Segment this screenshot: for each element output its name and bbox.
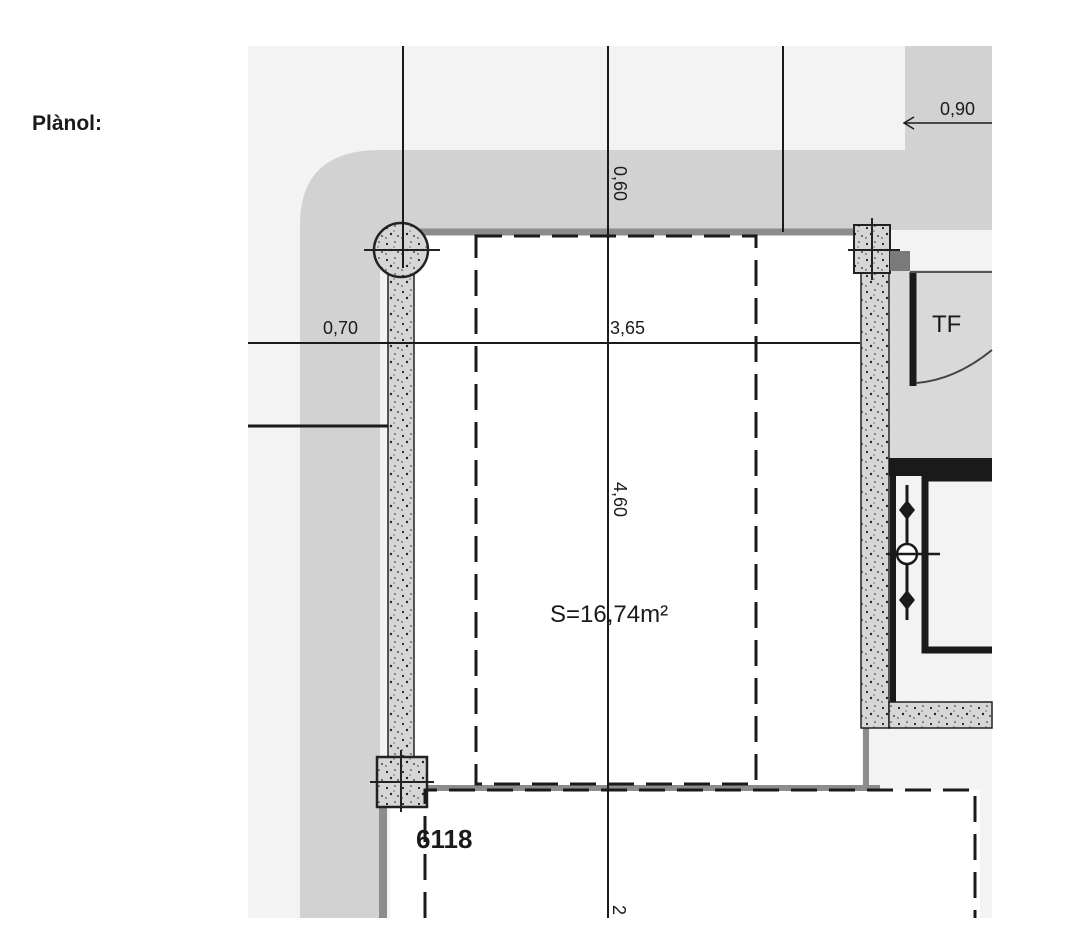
section-label: Plànol: — [32, 112, 103, 135]
corridor-area — [300, 46, 992, 918]
parking-space-outline — [474, 234, 758, 786]
dimension-left-clearance: 0,70 — [323, 318, 358, 338]
unit-number: 6118 — [416, 824, 472, 854]
top-right-dimension-arrow — [902, 116, 915, 130]
dimension-top-clearance: 0,60 — [610, 166, 630, 201]
right-lower-concrete-wall — [888, 701, 993, 729]
neighbour-space-outline — [423, 788, 977, 918]
parking-bay-floor — [412, 232, 862, 788]
dimension-cut-off: 2 — [609, 905, 629, 915]
shaft-frame-top — [889, 458, 992, 476]
neighbour-bay-floor — [390, 790, 980, 918]
tf-label: TF — [932, 311, 961, 338]
tf-door-swing — [915, 349, 993, 384]
dimension-width: 3,65 — [610, 318, 645, 338]
corridor-right-area — [890, 270, 992, 462]
area-label: S=16,74m² — [550, 601, 668, 628]
column-top-right-cap — [890, 251, 910, 271]
shaft-inner-frame — [921, 474, 992, 654]
dimension-depth: 4,60 — [610, 482, 630, 517]
shaft-marker-bottom — [899, 590, 915, 610]
shaft-marker-top — [899, 500, 915, 520]
dimension-top-right: 0,90 — [940, 99, 975, 119]
right-concrete-wall — [860, 247, 890, 729]
